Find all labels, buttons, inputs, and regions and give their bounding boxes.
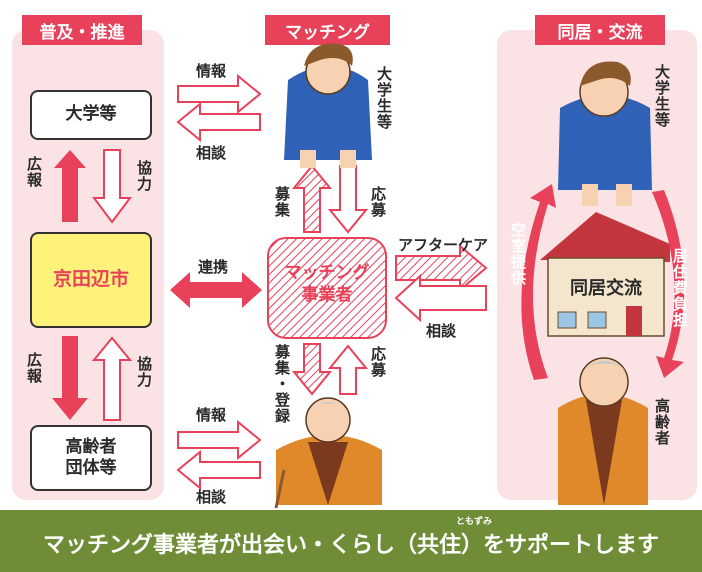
student-figure-middle: [284, 43, 372, 168]
consult-label-top: 相談: [196, 144, 227, 162]
kyoryoku-arrow-down: [92, 149, 132, 224]
apply-label-top: 応募: [369, 186, 387, 218]
cost-burden-label: 居住費負担: [671, 248, 689, 328]
tab-promotion: 普及・推進: [22, 15, 142, 45]
tab-cohabitation: 同居・交流: [535, 15, 665, 45]
matching-center-box: [267, 237, 387, 339]
recruit-arrow-top: [291, 164, 333, 233]
student-label-right: 大学生等: [653, 64, 671, 128]
city-box: 京田辺市: [30, 232, 152, 328]
banner-text: マッチング事業者が出会い・くらし（共住）をサポートします: [42, 533, 659, 558]
koho-arrow-down: [52, 336, 88, 420]
apply-arrow-bottom: [327, 344, 369, 395]
cost-burden-arrow: [652, 190, 685, 378]
info-arrow-top: [177, 73, 262, 115]
apply-arrow-top: [327, 165, 369, 234]
consult-label-right: 相談: [426, 322, 457, 340]
aftercare-label: アフターケア: [398, 236, 489, 254]
house-label: 同居交流: [570, 278, 642, 299]
consult-arrow-top: [176, 101, 261, 143]
info-label-bottom: 情報: [196, 406, 227, 424]
house: [540, 212, 670, 337]
elderly-figure-middle: [274, 397, 382, 509]
consult-arrow-bottom: [176, 449, 261, 491]
kyoryoku-label-top: 協力: [135, 160, 153, 192]
recruit-arrow-bottom: [291, 343, 333, 396]
vacant-room-arrow: [521, 184, 556, 380]
vacant-room-label: 空室提供: [509, 222, 527, 286]
kyoryoku-arrow-up: [91, 336, 133, 421]
apply-label-bottom: 応募: [369, 346, 387, 378]
info-label-top: 情報: [196, 62, 227, 80]
koho-label-top: 広報: [25, 156, 43, 188]
consult-arrow-right: [394, 273, 487, 323]
kyoryoku-label-bottom: 協力: [135, 356, 153, 388]
renkei-label: 連携: [198, 258, 229, 276]
tab-matching: マッチング: [265, 15, 390, 45]
koho-arrow-up: [54, 150, 86, 222]
matching-center-label: マッチング 事業者: [284, 263, 370, 306]
elderly-figure-right: [558, 357, 648, 505]
elderly-label-right: 高齢者: [653, 398, 671, 446]
banner: [0, 510, 702, 572]
banner-ruby: ともずみ: [456, 517, 493, 527]
info-arrow-bottom: [177, 419, 262, 461]
student-figure-right: [558, 61, 652, 206]
koho-label-bottom: 広報: [25, 352, 43, 384]
recruit-register-label: 募集・登録: [273, 344, 291, 424]
student-label-middle: 大学生等: [375, 66, 393, 130]
elderly-group-box: 高齢者 団体等: [30, 425, 152, 491]
university-box: 大学等: [30, 90, 152, 140]
renkei-arrow: [170, 272, 262, 308]
recruit-label: 募集: [273, 186, 291, 218]
consult-label-bottom: 相談: [196, 488, 227, 506]
